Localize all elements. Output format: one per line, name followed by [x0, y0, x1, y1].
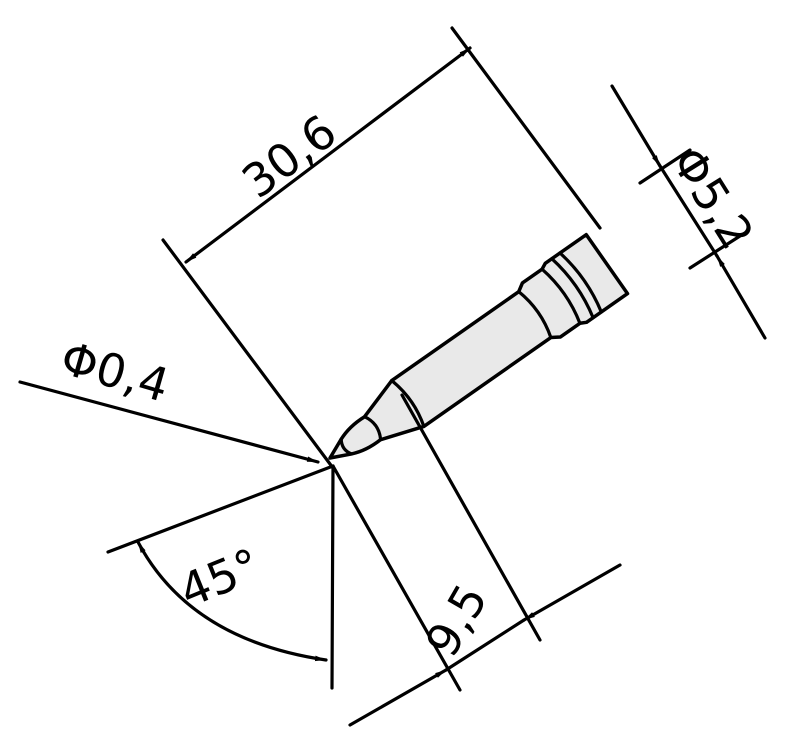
- overall-length-label: 30,6: [232, 104, 346, 209]
- dimension-shaft-diameter: Φ5,2: [610, 84, 767, 340]
- taper-length-label: 9,5: [415, 575, 498, 665]
- shaft-diameter-label: Φ5,2: [661, 137, 765, 258]
- tip-diameter-label: Φ0,4: [55, 331, 175, 413]
- dimension-tip-angle: 45°: [106, 464, 335, 690]
- soldering-tip-body: [328, 232, 630, 460]
- dimension-tip-diameter: Φ0,4: [18, 331, 320, 464]
- tip-angle-label: 45°: [172, 538, 268, 619]
